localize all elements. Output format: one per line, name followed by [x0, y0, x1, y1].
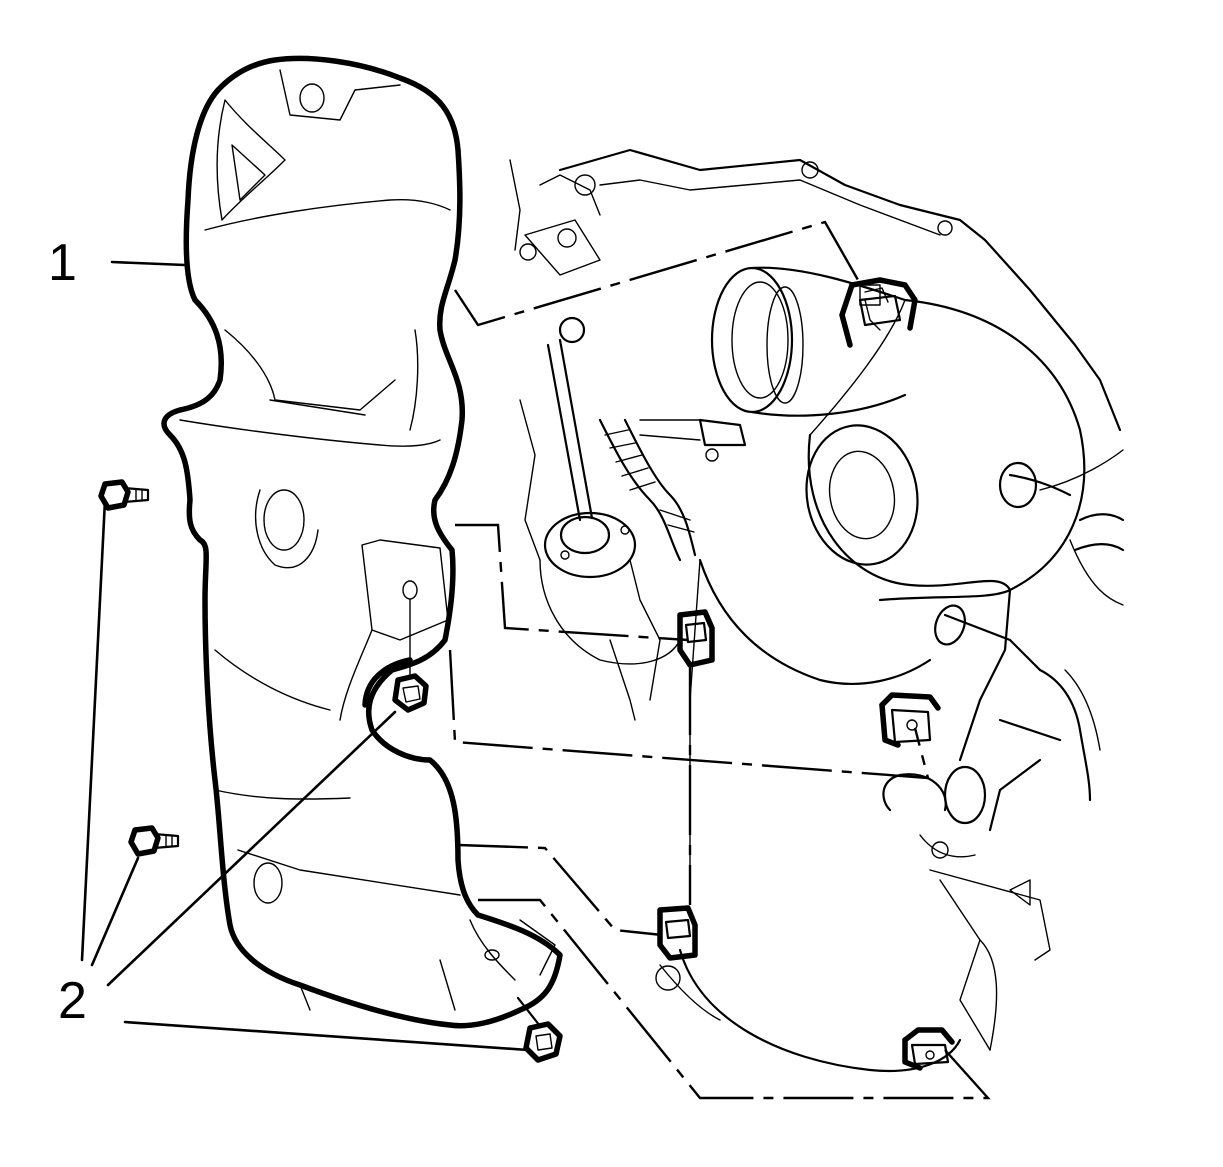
clip-nuts: [657, 277, 955, 1071]
bolt-center: [362, 599, 429, 713]
bolt-middle-left: [128, 825, 180, 857]
heat-shield: [161, 55, 563, 1029]
leader-1: [110, 260, 187, 267]
clip-nut-middle-right: [879, 692, 941, 748]
leader-2-a: [80, 498, 107, 962]
bolts: [98, 479, 563, 1063]
converter-assembly: [509, 148, 1125, 1072]
callout-2: 2: [58, 972, 87, 1030]
leader-lines: [80, 260, 530, 1052]
bolt-lower: [516, 996, 563, 1063]
leader-2-b: [90, 856, 140, 967]
callout-1: 1: [48, 234, 77, 292]
clip-nut-bottom-right: [902, 1027, 955, 1071]
alignment-lines: [448, 220, 991, 1100]
clip-nut-lower-middle: [657, 905, 698, 961]
leader-2-c: [106, 710, 397, 987]
clip-nut-top: [839, 277, 918, 348]
clip-nut-upper-middle: [677, 609, 715, 668]
leader-2-d: [123, 1020, 530, 1052]
bolt-upper-left: [98, 479, 150, 511]
